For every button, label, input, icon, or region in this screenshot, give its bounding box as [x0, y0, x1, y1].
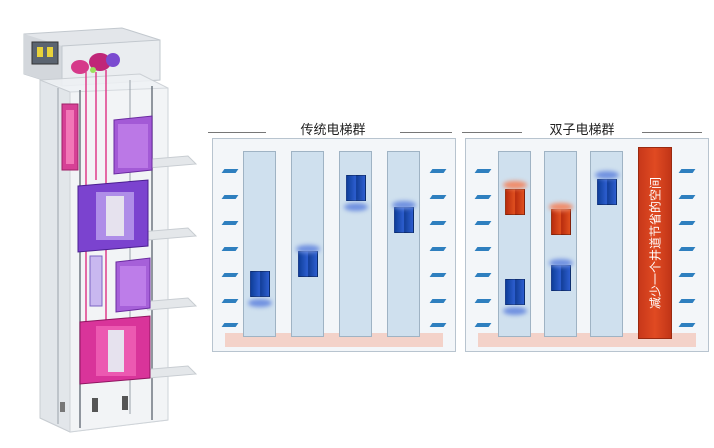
elevator-car [394, 207, 414, 233]
elevator-car [346, 175, 366, 201]
saved-space-column: 减少一个井道节省的空间 [638, 147, 672, 339]
elevator-car-upper [505, 189, 525, 215]
floor-tick [678, 169, 696, 173]
floor-tick [429, 169, 447, 173]
elevator-car [298, 251, 318, 277]
floor-tick [474, 299, 492, 303]
title-line-left-b [400, 132, 452, 133]
elevator-car [250, 271, 270, 297]
floor-tick [474, 323, 492, 327]
traditional-group-panel [212, 138, 456, 352]
car-glow [503, 181, 527, 189]
shaft [243, 151, 276, 337]
car-glow [248, 299, 272, 307]
floor-tick [221, 169, 239, 173]
car-glow [296, 245, 320, 253]
floor-tick [221, 247, 239, 251]
floor-tick [221, 299, 239, 303]
floor-tick [474, 247, 492, 251]
traditional-group-title: 传统电梯群 [300, 123, 366, 138]
elevator-shaft-illustration [0, 0, 210, 444]
elevator-car-lower [551, 265, 571, 291]
floor-tick [678, 299, 696, 303]
floor-tick [678, 273, 696, 277]
car-glow [503, 307, 527, 315]
title-line-right-b [642, 132, 702, 133]
floor-tick [678, 221, 696, 225]
twin-group-title: 双子电梯群 [549, 123, 615, 138]
car-glow [595, 171, 619, 179]
floor-tick [429, 221, 447, 225]
floor-tick [429, 273, 447, 277]
twin-group-panel: 减少一个井道节省的空间 [465, 138, 709, 352]
car-glow [549, 259, 573, 267]
floor-tick [429, 195, 447, 199]
floor-tick [221, 221, 239, 225]
floor-tick [678, 247, 696, 251]
floor-tick [678, 323, 696, 327]
floor-tick [429, 247, 447, 251]
shaft [387, 151, 420, 337]
title-line-left [208, 132, 266, 133]
floor-tick [474, 221, 492, 225]
floor-tick [221, 323, 239, 327]
title-line-right [462, 132, 522, 133]
shaft [544, 151, 577, 337]
floor-tick [474, 273, 492, 277]
floor-tick [221, 195, 239, 199]
car-glow [392, 201, 416, 209]
elevator-car [597, 179, 617, 205]
floor-tick [474, 195, 492, 199]
shaft [291, 151, 324, 337]
elevator-car-lower [505, 279, 525, 305]
elevator-car-upper [551, 209, 571, 235]
floor-tick [221, 273, 239, 277]
floor-tick [429, 299, 447, 303]
car-glow [549, 203, 573, 211]
floor-tick [429, 323, 447, 327]
floor-tick [474, 169, 492, 173]
car-glow [344, 203, 368, 211]
floor-tick [678, 195, 696, 199]
saved-space-label: 减少一个井道节省的空间 [648, 176, 663, 310]
